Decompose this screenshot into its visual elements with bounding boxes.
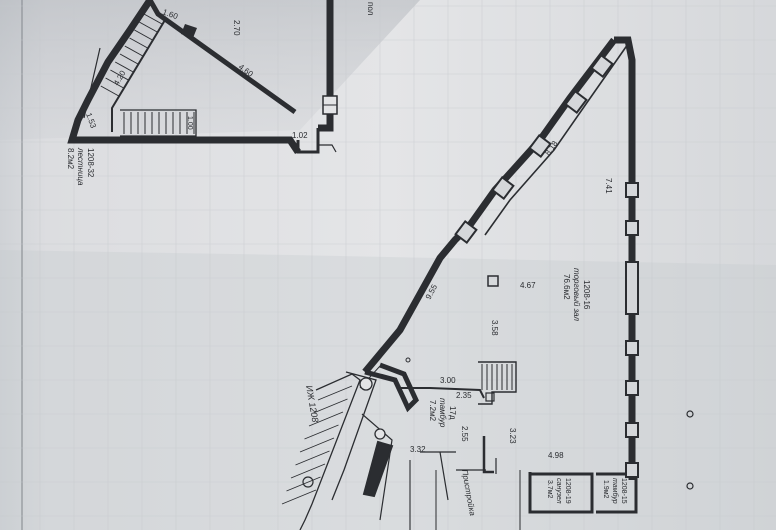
window: [625, 380, 639, 396]
stair-step: [143, 13, 163, 25]
stair-outline: [120, 109, 197, 137]
reference-mark: [374, 428, 386, 440]
porch-step: [299, 437, 335, 453]
reference-mark: [686, 410, 694, 418]
sanitary-walls: [528, 472, 594, 514]
porch-step: [308, 411, 344, 427]
column: [485, 392, 495, 402]
stair-step: [114, 61, 134, 73]
room-name: тамбур: [611, 478, 619, 504]
wall-column: [181, 24, 197, 38]
wall: [318, 0, 334, 132]
sanitary-walls: [596, 472, 638, 514]
room-number: 17д: [448, 406, 457, 420]
room-area: 7.2м2: [428, 400, 437, 422]
entrance-stair-steps: [481, 364, 513, 390]
window: [625, 422, 639, 438]
stair-step: [110, 69, 129, 81]
window: [625, 220, 639, 236]
inner-wall-diagonal: [484, 43, 629, 236]
diagonal-wall-windows: [454, 53, 614, 245]
wall: [67, 0, 301, 154]
reference-mark: [302, 476, 314, 488]
room-number: 1208-19: [564, 478, 571, 504]
porch-step: [317, 385, 353, 401]
reference-mark: [686, 482, 694, 490]
room-name: санузел: [555, 478, 562, 504]
wall: [296, 128, 320, 154]
stair-step: [105, 77, 124, 89]
stair-step: [129, 37, 148, 49]
dimension-label: 1.02: [292, 131, 308, 140]
window: [625, 340, 639, 356]
room-area: 76.6м2: [562, 274, 571, 300]
stair-step: [134, 29, 153, 41]
dimension-label: 3.32: [410, 445, 426, 454]
porch-step: [295, 450, 330, 466]
stair-room: [67, 0, 338, 154]
room-name: тамбур: [438, 398, 447, 428]
vestibule-partition: [400, 387, 485, 399]
dimension-label: 2.55: [460, 426, 469, 442]
window: [625, 182, 639, 198]
room-area: 1.9м2: [602, 480, 609, 499]
dimension-label: 3.58: [490, 320, 499, 336]
paper-shadow: [0, 250, 776, 530]
column: [487, 275, 499, 287]
display-window: [625, 261, 639, 315]
reference-mark: [359, 377, 373, 391]
right-wall-windows: [625, 182, 639, 478]
entry-porch: [331, 371, 377, 501]
stair-steps: [100, 13, 195, 134]
dimension-label: 4.67: [520, 281, 536, 290]
porch-step: [304, 424, 339, 440]
wall-corner: [364, 362, 420, 413]
dimension-label: 3.23: [508, 428, 517, 444]
window: [625, 462, 639, 478]
entry-porch-wall: [362, 440, 394, 498]
window: [590, 53, 614, 79]
window: [454, 219, 478, 245]
room-number: 1208-32: [86, 148, 95, 178]
room-number: 1208-16: [582, 280, 591, 310]
dimension-label: 3.00: [440, 376, 456, 385]
vestibule-partition: [482, 436, 494, 474]
wall: [147, 0, 297, 115]
door: [318, 144, 337, 153]
inner-wall: [111, 19, 166, 132]
dimension-label: 1.00: [186, 116, 193, 130]
entrance-lines: [420, 451, 497, 501]
dimension-label: 7.41: [604, 178, 613, 194]
entry-porch: [299, 373, 361, 530]
reference-mark: [405, 357, 411, 363]
porch-step: [313, 398, 348, 414]
inner-wall: [83, 47, 101, 119]
dimension-label: 2.70: [232, 20, 241, 36]
room-number: 1208-15: [620, 478, 627, 504]
entry-porch: [361, 413, 393, 521]
entrance-stair-outline: [478, 361, 517, 405]
room-area: 8.2м2: [66, 148, 75, 170]
room-name: торговый зал: [572, 268, 581, 322]
porch-step: [281, 489, 317, 505]
window: [528, 133, 552, 159]
stair-step: [119, 53, 139, 65]
porch-step: [286, 476, 321, 492]
porch-step: [290, 463, 326, 479]
stair-step: [100, 85, 120, 97]
room-name: лестница: [76, 147, 85, 186]
dimension-label: 2.35: [456, 391, 472, 400]
dimension-label: 4.98: [548, 451, 564, 460]
stair-step: [138, 21, 158, 33]
porch-steps: [281, 385, 353, 505]
edge-note: пол: [366, 2, 375, 16]
window: [564, 89, 588, 115]
room-area: 3.7м2: [546, 480, 553, 499]
stair-step: [124, 45, 144, 57]
window: [491, 175, 515, 201]
